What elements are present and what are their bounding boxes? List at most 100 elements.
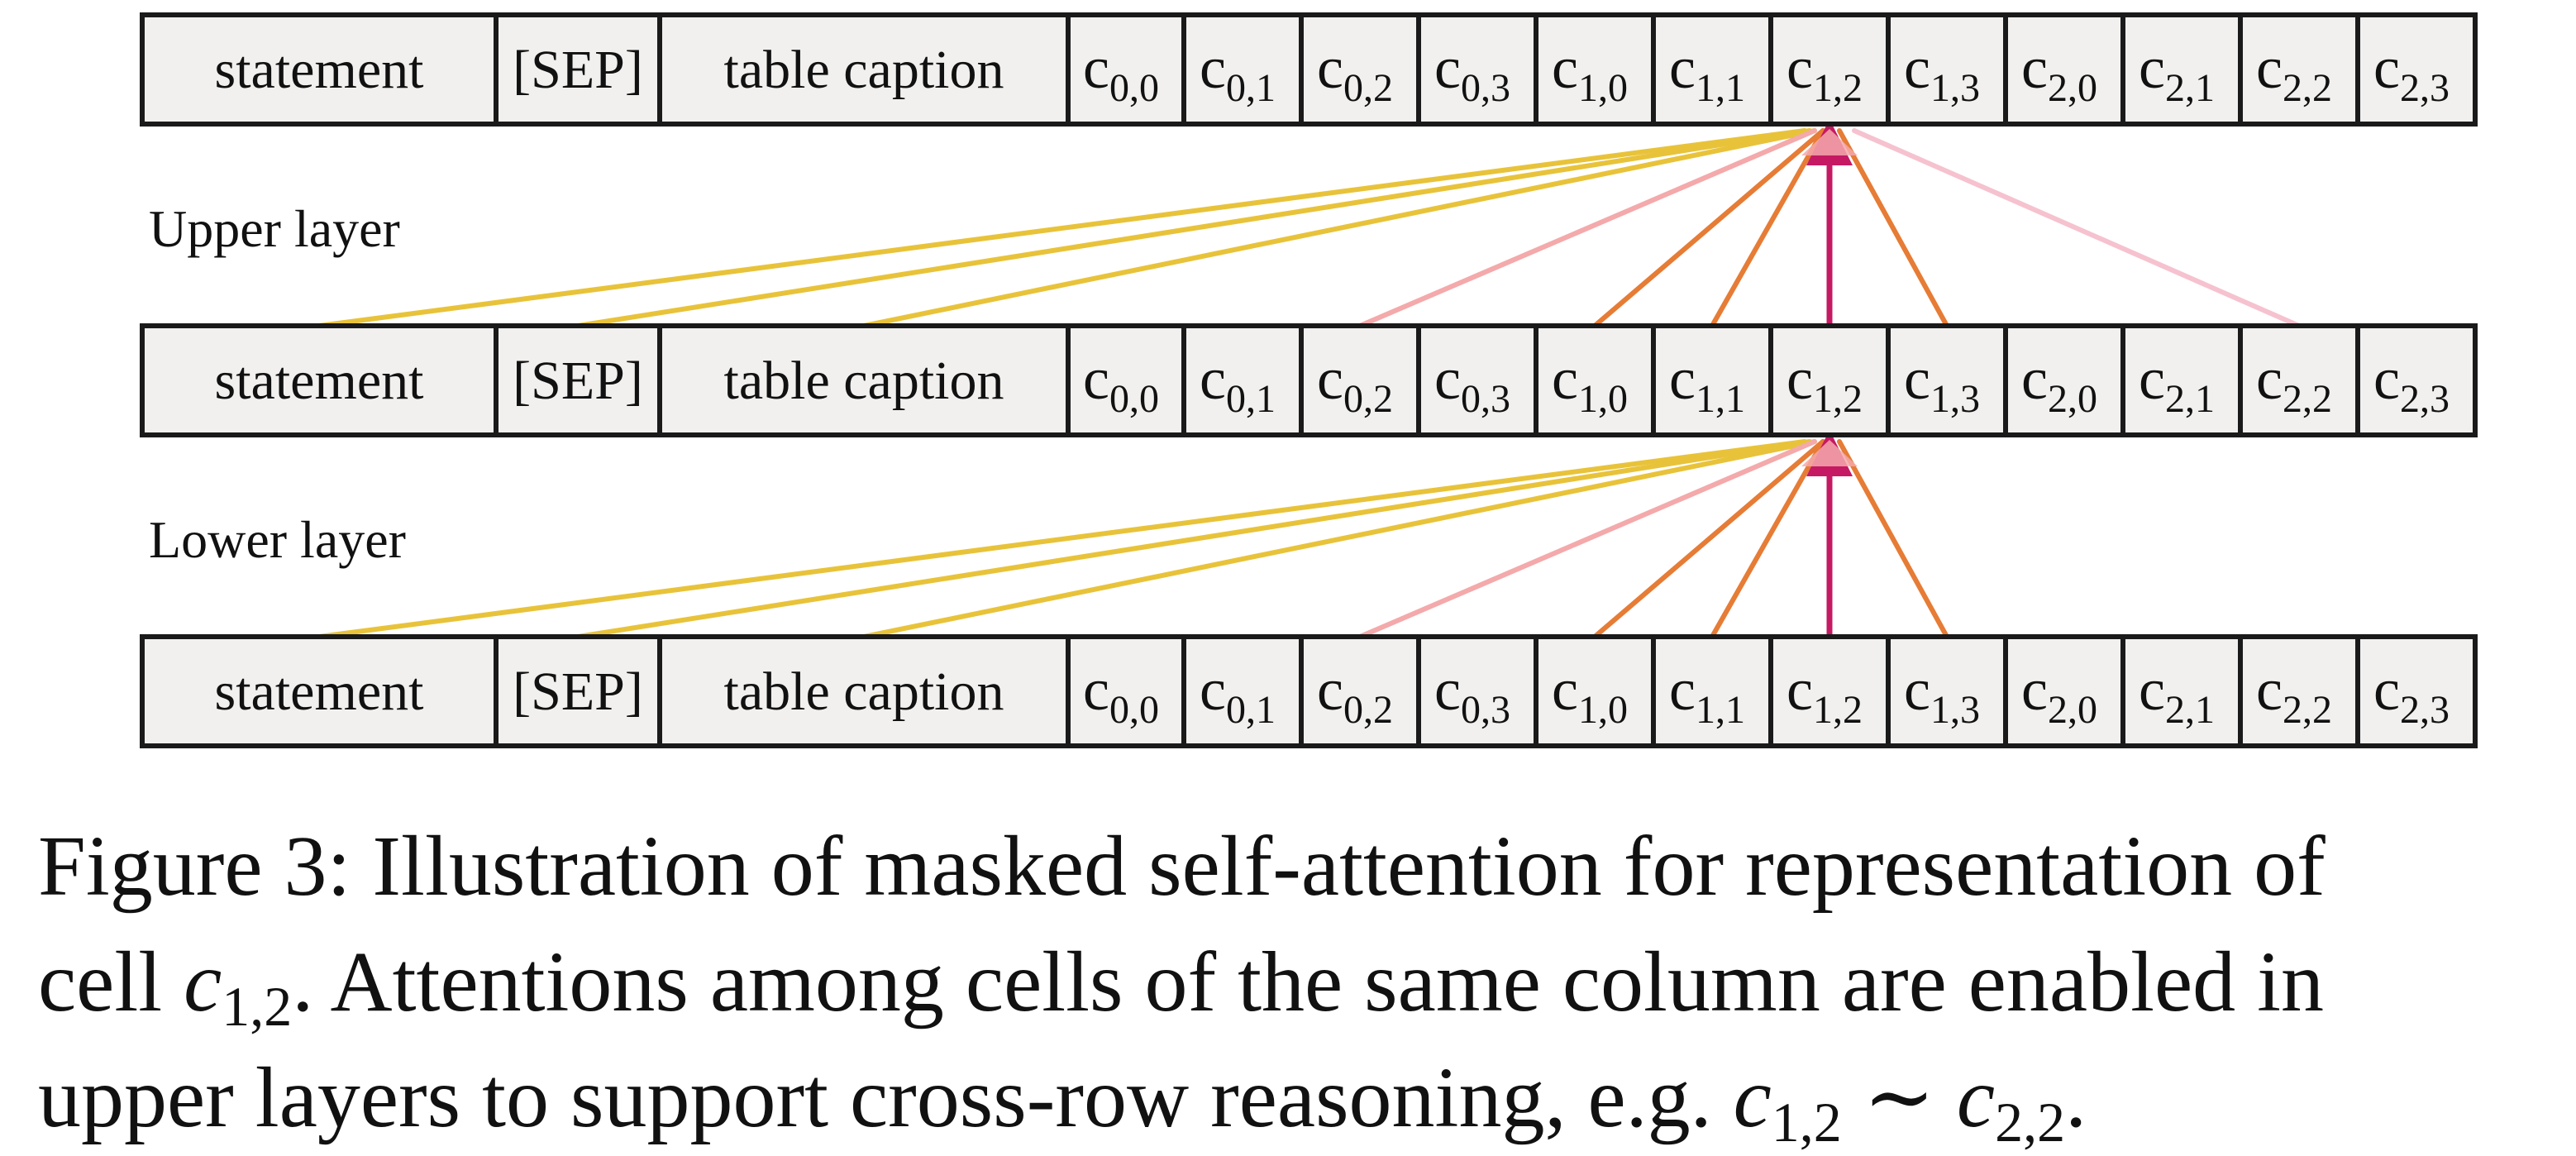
token-box (1768, 634, 1891, 748)
cell-label: c2,3 (2373, 35, 2450, 110)
cell-label: c1,0 (1552, 657, 1628, 732)
token-box (1651, 12, 1773, 127)
cell-base-letter: c (1317, 657, 1343, 723)
connections-lower (317, 430, 1949, 640)
table-cell-token: c2,0 (2003, 634, 2125, 748)
caption-math: c1,2 (1734, 1050, 1842, 1150)
cell-label: c1,1 (1669, 346, 1745, 421)
token-box (2003, 12, 2125, 127)
attention-edge-cross-row (1852, 128, 2302, 328)
table-cell-token: c0,3 (1416, 323, 1538, 437)
cell-base-letter: c (1434, 346, 1461, 412)
cell-base-letter: c (1669, 35, 1696, 101)
cell-base-letter: c (1200, 35, 1226, 101)
cell-subscript: 2,2 (2283, 66, 2332, 110)
cell-base-letter: c (1787, 657, 1813, 723)
table-cell-token: c0,2 (1299, 634, 1421, 748)
table-cell-token: c1,0 (1534, 634, 1656, 748)
cell-subscript: 0,0 (1109, 66, 1159, 110)
token-box (2120, 323, 2243, 437)
token-box (2238, 323, 2360, 437)
token-box (494, 12, 662, 127)
table-cell-token: c0,0 (1066, 12, 1186, 127)
cell-subscript: 2,2 (2283, 377, 2332, 421)
caption-text: . Attentions among cells of the same col… (292, 934, 2325, 1029)
cell-label: c2,1 (2139, 346, 2215, 421)
cell-label: c1,2 (1787, 346, 1863, 421)
attention-edge-context (317, 439, 1807, 639)
text-token: table caption (657, 323, 1071, 437)
cell-base-letter: c (2256, 657, 2283, 723)
table-cell-token: c2,3 (2355, 12, 2478, 127)
table-cell-token: c1,2 (1768, 634, 1891, 748)
cell-subscript: 1,1 (1696, 688, 1745, 732)
token-box (2238, 634, 2360, 748)
token-box (657, 12, 1071, 127)
cell-base-letter: c (2373, 657, 2400, 723)
cell-base-letter: c (1904, 346, 1930, 412)
cell-label: c0,1 (1200, 657, 1276, 732)
attention-edge-context (575, 128, 1812, 328)
text-token: [SEP] (494, 634, 662, 748)
cell-label: c1,2 (1787, 657, 1863, 732)
math-subscript: 1,2 (222, 975, 293, 1038)
cell-base-letter: c (1669, 657, 1696, 723)
cell-subscript: 1,0 (1578, 688, 1628, 732)
token-box (2003, 323, 2125, 437)
table-cell-token: c1,3 (1886, 12, 2008, 127)
cell-base-letter: c (1787, 35, 1813, 101)
table-cell-token: c0,1 (1181, 12, 1304, 127)
attention-edge-context (575, 439, 1812, 639)
caption-math: c1,2 (184, 934, 292, 1034)
token-box (1886, 12, 2008, 127)
token-box (1066, 323, 1186, 437)
attention-edge-same-row (1592, 439, 1825, 639)
connections-upper (317, 119, 2302, 329)
cell-subscript: 1,0 (1578, 66, 1628, 110)
caption-line-1: Figure 3: Illustration of masked self-at… (38, 819, 2326, 914)
text-token: [SEP] (494, 323, 662, 437)
cell-subscript: 0,3 (1461, 688, 1510, 732)
table-cell-token: c0,0 (1066, 634, 1186, 748)
cell-base-letter: c (2021, 346, 2048, 412)
cell-base-letter: c (1317, 346, 1343, 412)
token-box (1534, 323, 1656, 437)
cell-subscript: 2,0 (2048, 377, 2097, 421)
cell-base-letter: c (2021, 657, 2048, 723)
cell-subscript: 2,3 (2400, 377, 2450, 421)
token-box (1181, 323, 1304, 437)
cell-subscript: 2,1 (2165, 66, 2215, 110)
cell-subscript: 1,1 (1696, 66, 1745, 110)
cell-subscript: 0,1 (1226, 66, 1276, 110)
cell-subscript: 2,0 (2048, 688, 2097, 732)
table-cell-token: c1,1 (1651, 634, 1773, 748)
token-box (2355, 634, 2478, 748)
cell-base-letter: c (1669, 346, 1696, 412)
cell-subscript: 1,2 (1813, 377, 1863, 421)
token-box (1066, 634, 1186, 748)
cell-label: c1,1 (1669, 35, 1745, 110)
cell-subscript: 2,3 (2400, 66, 2450, 110)
token-box (494, 323, 662, 437)
cell-label: c1,2 (1787, 35, 1863, 110)
table-cell-token: c2,0 (2003, 323, 2125, 437)
cell-base-letter: c (1083, 657, 1109, 723)
attention-target-arrowhead (1801, 440, 1858, 466)
token-box (1299, 323, 1421, 437)
cell-label: c0,0 (1083, 657, 1159, 732)
table-cell-token: c1,1 (1651, 12, 1773, 127)
token-label: [SEP] (513, 40, 643, 100)
cell-label: c2,1 (2139, 35, 2215, 110)
attention-edge-context (861, 439, 1817, 639)
cell-label: c0,2 (1317, 35, 1393, 110)
attention-edge-same-row (1710, 439, 1825, 639)
token-box (1181, 634, 1304, 748)
cell-label: c1,0 (1552, 35, 1628, 110)
cell-base-letter: c (2139, 35, 2165, 101)
cell-subscript: 2,2 (2283, 688, 2332, 732)
token-box (1768, 323, 1891, 437)
attention-target-arrowhead (1801, 129, 1858, 155)
cell-base-letter: c (1904, 35, 1930, 101)
cell-subscript: 2,0 (2048, 66, 2097, 110)
